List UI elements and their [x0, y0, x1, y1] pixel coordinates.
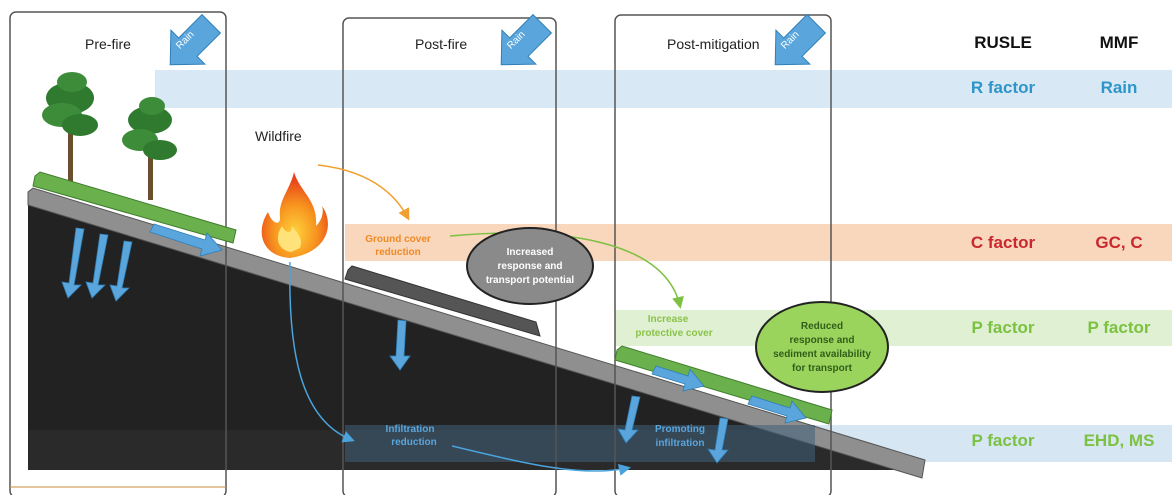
ground-cover-label: Ground cover: [365, 234, 431, 245]
slope-surface: [27, 187, 926, 479]
fire-to-infiltration-arrow: [289, 261, 355, 443]
vegetation-cover-pre-fire: [32, 171, 237, 244]
reduced-response-bubble: Reduced response and sediment availabili…: [755, 301, 889, 393]
infiltration-reduction-label: Infiltration: [386, 424, 435, 435]
infiltration-arrow-icon: [61, 227, 729, 464]
infiltration-band-overlay: [345, 425, 815, 462]
rusle-factor-p-2: P factor: [972, 431, 1035, 450]
rusle-factor-r: R factor: [971, 78, 1036, 97]
ground-cover-label: reduction: [375, 247, 421, 258]
panel-title-post-mitigation: Post-mitigation: [667, 36, 760, 52]
tree-icon: [122, 97, 177, 200]
fire-icon: [261, 172, 328, 258]
column-header-mmf: MMF: [1100, 33, 1139, 52]
panel-title-post-fire: Post-fire: [415, 36, 467, 52]
ground-to-protective-arrow: [449, 232, 684, 309]
wildfire-label: Wildfire: [255, 128, 302, 144]
eroded-sediment-post-fire: [344, 265, 541, 337]
infiltration-to-promoting-arrow: [451, 445, 631, 476]
panel-pre-fire: [9, 11, 227, 495]
mmf-factor-ehd-ms: EHD, MS: [1084, 431, 1155, 450]
fire-to-ground-arrow: [317, 164, 410, 221]
runoff-arrow-icon: [149, 223, 807, 424]
protective-cover-band: [615, 310, 1172, 346]
rusle-factor-c: C factor: [971, 233, 1036, 252]
bubble-text: for transport: [792, 363, 853, 374]
mmf-factor-gc-c: GC, C: [1095, 233, 1142, 252]
tree-icon: [42, 72, 98, 185]
protective-cover-label: protective cover: [635, 328, 712, 339]
promoting-infiltration-label: Promoting: [655, 424, 705, 435]
panel-post-mitigation: [614, 14, 832, 495]
bubble-text: response and: [497, 261, 562, 272]
increased-response-bubble: Increased response and transport potenti…: [466, 227, 594, 305]
rusle-factor-p: P factor: [972, 318, 1035, 337]
column-header-rusle: RUSLE: [974, 33, 1032, 52]
bubble-text: Reduced: [801, 321, 843, 332]
infiltration-reduction-label: reduction: [391, 437, 437, 448]
protective-cover-label: Increase: [648, 314, 689, 325]
bubble-text: Increased: [507, 247, 554, 258]
mmf-factor-rain: Rain: [1101, 78, 1138, 97]
rain-band: [155, 70, 1172, 108]
promoting-infiltration-label: infiltration: [656, 438, 705, 449]
panel-title-pre-fire: Pre-fire: [85, 36, 131, 52]
mmf-factor-p: P factor: [1088, 318, 1151, 337]
bubble-text: sediment availability: [773, 349, 871, 360]
bubble-text: transport potential: [486, 275, 575, 286]
bubble-text: response and: [789, 335, 854, 346]
